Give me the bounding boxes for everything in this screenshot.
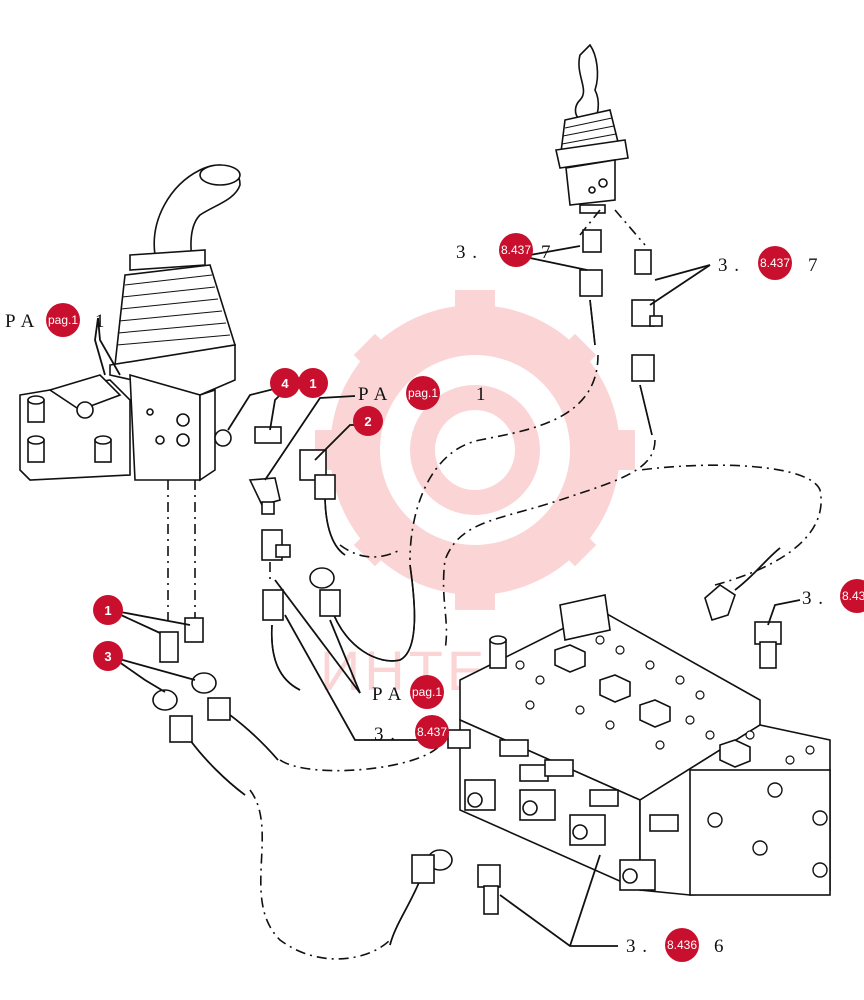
valve-surface-holes — [515, 635, 815, 765]
callout-ref-right-badge: 8.437 — [842, 589, 864, 603]
callout-pag-bottom-prefix: P A — [372, 684, 402, 705]
callout-ref-top-right-badge: 8.437 — [760, 256, 790, 270]
callout-ref-top-right-badge-bg — [758, 246, 792, 280]
dashed-flow-lines — [167, 209, 822, 960]
callout-ref-top-left[interactable]: 3 . 8.437 7 — [456, 233, 552, 267]
callout-ref-right-badge-bg — [840, 579, 864, 613]
callout-ref-top-right[interactable]: 3 . 8.437 7 — [718, 246, 819, 280]
valve-hex-bolts — [554, 644, 751, 768]
watermark-gear-icon — [315, 290, 635, 610]
callout-ref-middle-badge: 8.437 — [417, 725, 447, 739]
callout-ref-middle[interactable]: 3 . 8.437 — [374, 715, 449, 749]
callout-ref-middle-prefix: 3 . — [374, 724, 396, 745]
hydraulic-hoses — [189, 299, 781, 946]
item-badge-4-bg — [270, 368, 300, 398]
item-badge-1-left-label: 1 — [104, 603, 111, 618]
callout-ref-bottom[interactable]: 3 . 8.436 6 — [626, 928, 725, 962]
leader-lines — [94, 245, 801, 947]
item-badge-1-left-bg — [93, 595, 123, 625]
callout-pag-top-prefix: P A — [358, 384, 388, 405]
item-badge-1-top-bg — [298, 368, 328, 398]
callout-ref-top-left-badge-bg — [499, 233, 533, 267]
item-badge-3-bg — [93, 641, 123, 671]
item-badge-4[interactable]: 4 — [270, 368, 300, 398]
item-badge-1-top[interactable]: 1 — [298, 368, 328, 398]
callout-pag-bottom-badge-bg — [410, 675, 444, 709]
item-badge-2-bg — [353, 406, 383, 436]
callout-ref-bottom-badge-bg — [665, 928, 699, 962]
callout-ref-bottom-badge: 8.436 — [667, 938, 697, 952]
callout-pag-top[interactable]: P A pag.1 1 — [358, 376, 487, 410]
item-badge-3[interactable]: 3 — [93, 641, 123, 671]
callout-ref-bottom-prefix: 3 . — [626, 936, 648, 957]
item-badge-2[interactable]: 2 — [353, 406, 383, 436]
callout-pag-top-badge: pag.1 — [408, 386, 438, 400]
item-badge-4-label: 4 — [281, 376, 289, 391]
fittings — [152, 229, 782, 915]
item-badge-1-left[interactable]: 1 — [93, 595, 123, 625]
callout-pag-top-suffix: 1 — [476, 384, 487, 405]
callout-pag-left-badge: pag.1 — [48, 313, 78, 327]
callout-pag-left[interactable]: P A pag.1 1 — [5, 303, 106, 337]
callout-pag-bottom[interactable]: P A pag.1 — [372, 675, 444, 709]
callout-ref-middle-badge-bg — [415, 715, 449, 749]
valve-spool-caps — [464, 739, 679, 891]
callout-pag-top-badge-bg — [406, 376, 440, 410]
main-control-valve — [459, 594, 831, 896]
item-badge-1-top-label: 1 — [309, 376, 316, 391]
item-badge-2-label: 2 — [364, 414, 371, 429]
callout-ref-top-left-prefix: 3 . — [456, 242, 478, 263]
callout-ref-top-right-suffix: 7 — [808, 255, 819, 276]
item-badge-3-label: 3 — [104, 649, 111, 664]
boot-folds — [116, 274, 231, 346]
callout-ref-top-right-prefix: 3 . — [718, 255, 740, 276]
callout-ref-right-prefix: 3 . — [802, 588, 824, 609]
right-joystick — [555, 43, 629, 214]
callout-pag-left-prefix: P A — [5, 311, 35, 332]
callout-ref-top-left-badge: 8.437 — [501, 243, 531, 257]
callout-pag-left-badge-bg — [46, 303, 80, 337]
callout-pag-left-suffix: 1 — [95, 311, 106, 332]
callout-pag-bottom-badge: pag.1 — [412, 685, 442, 699]
left-joystick — [19, 164, 241, 482]
callout-ref-bottom-suffix: 6 — [714, 936, 725, 957]
valve-side-bolts — [707, 782, 828, 878]
callout-ref-right[interactable]: 3 . 8.437 — [802, 579, 864, 613]
callout-ref-top-left-suffix: 7 — [541, 242, 552, 263]
